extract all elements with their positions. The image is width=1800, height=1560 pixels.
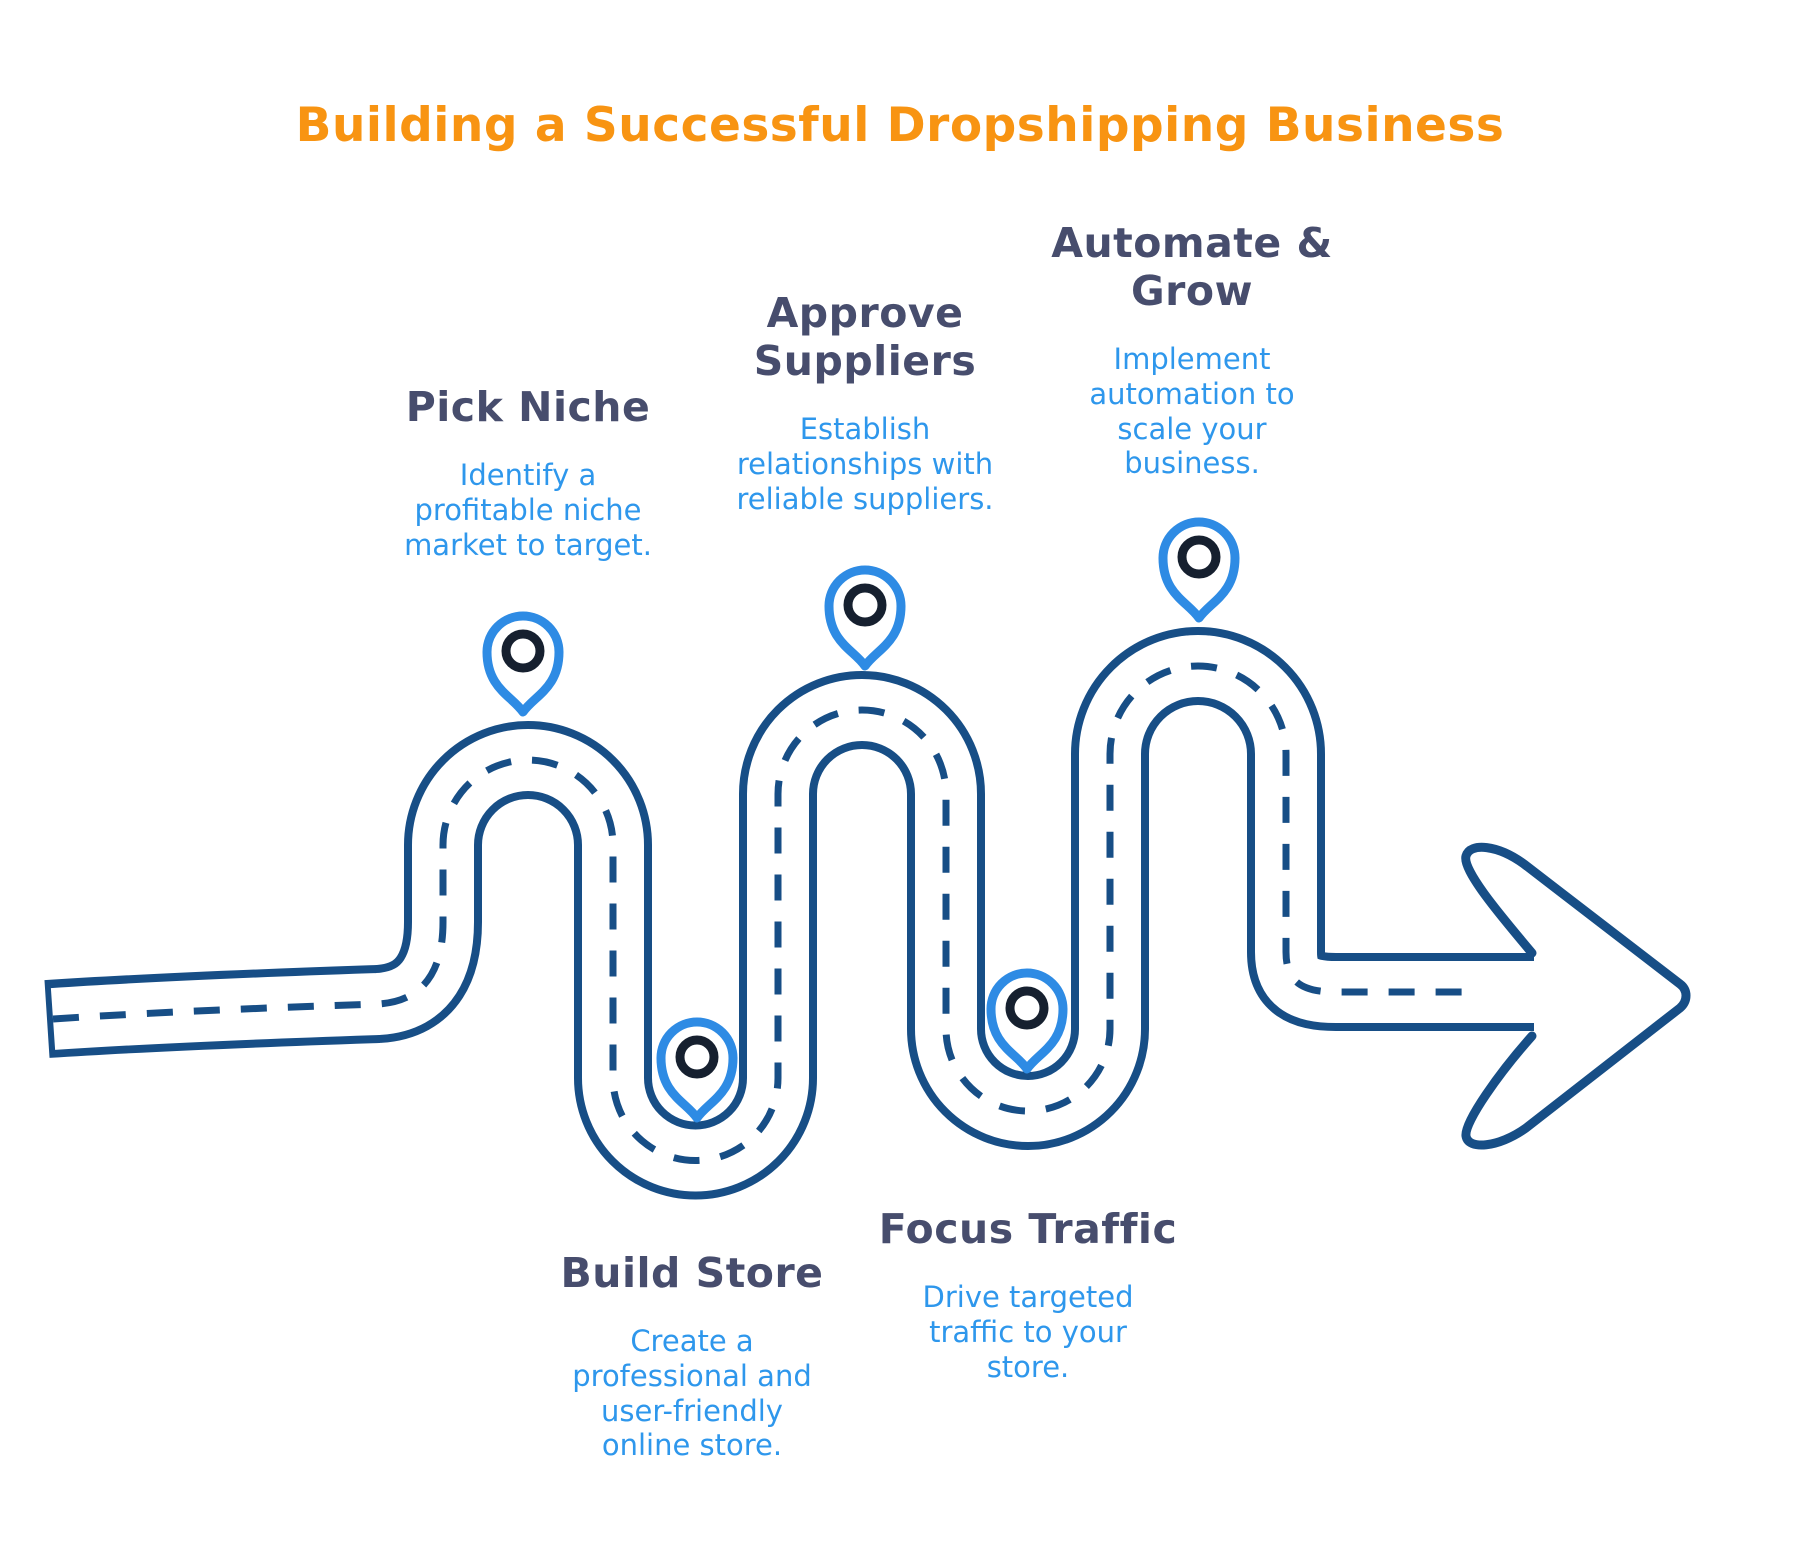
page-title: Building a Successful Dropshipping Busin… xyxy=(295,98,1505,153)
map-pin-icon-build-store xyxy=(661,1022,733,1118)
step-focus-traffic-title: Focus Traffic xyxy=(878,1205,1178,1253)
step-approve-suppliers-title: Approve Suppliers xyxy=(753,289,977,385)
step-build-store-description: Create a professional and user-friendly … xyxy=(572,1323,812,1463)
map-pin-icon-automate-grow xyxy=(1163,522,1235,618)
arrow-right-icon xyxy=(1461,842,1691,1150)
step-approve-suppliers-description: Establish relationships with reliable su… xyxy=(736,411,994,516)
road-center-dashed-line xyxy=(52,662,1462,1164)
step-pick-niche: Pick Niche Identify a profitable niche m… xyxy=(318,383,738,562)
step-approve-suppliers: Approve Suppliers Establish relationship… xyxy=(655,289,1075,516)
step-automate-grow-title: Automate & Grow xyxy=(1051,219,1333,315)
step-automate-grow-description: Implement automation to scale your busin… xyxy=(1089,341,1295,481)
step-focus-traffic-description: Drive targeted traffic to your store. xyxy=(922,1279,1134,1384)
step-build-store: Build Store Create a professional and us… xyxy=(482,1249,902,1463)
step-pick-niche-title: Pick Niche xyxy=(405,383,651,431)
step-pick-niche-description: Identify a profitable niche market to ta… xyxy=(404,457,652,562)
map-pin-icon-focus-traffic xyxy=(991,973,1063,1069)
step-build-store-title: Build Store xyxy=(560,1249,824,1297)
map-pin-icon-approve-suppliers xyxy=(829,570,901,666)
step-automate-grow: Automate & Grow Implement automation to … xyxy=(982,219,1402,481)
map-pin-icon-pick-niche xyxy=(487,616,559,712)
step-focus-traffic: Focus Traffic Drive targeted traffic to … xyxy=(818,1205,1238,1384)
